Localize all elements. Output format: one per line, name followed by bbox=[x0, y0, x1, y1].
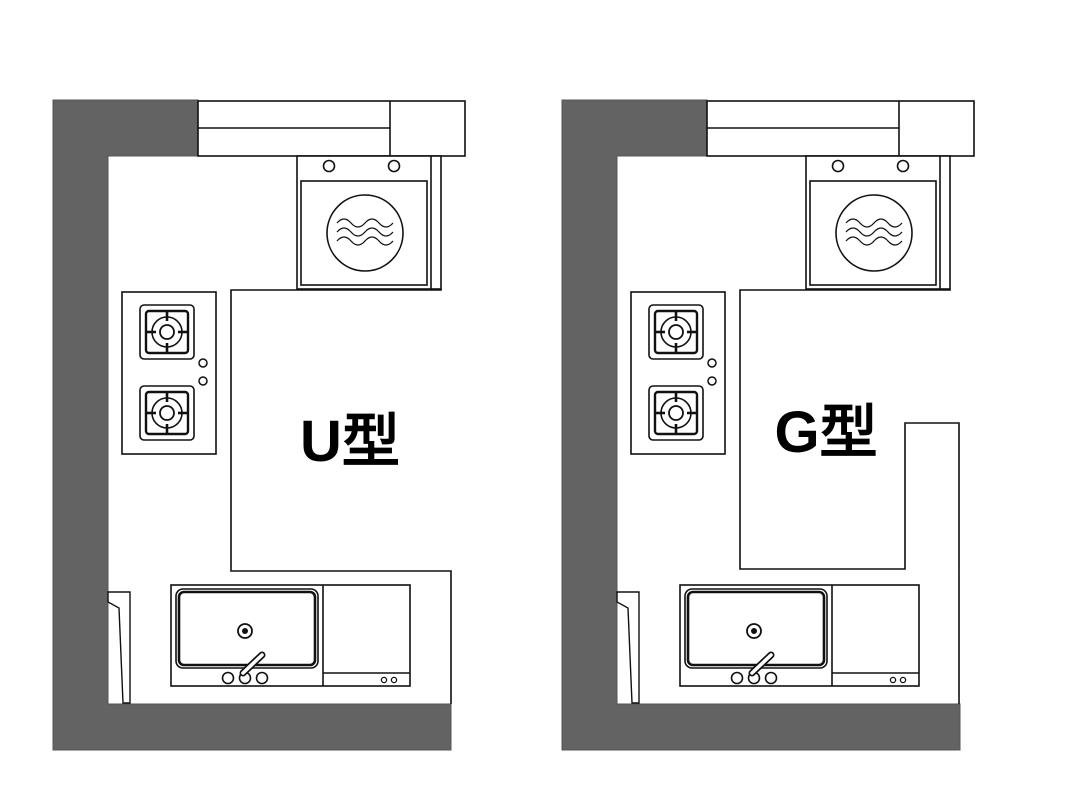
g-plan-label: G型 bbox=[774, 400, 877, 465]
g-peninsula-counter bbox=[739, 289, 960, 704]
u-plan-label: U型 bbox=[300, 409, 400, 474]
u-kitchen-plan: U型 bbox=[53, 100, 465, 750]
u-kitchen-fixtures bbox=[53, 100, 465, 750]
g-kitchen-fixtures bbox=[562, 100, 974, 750]
u-right-counter bbox=[230, 289, 452, 704]
g-kitchen-plan: G型 bbox=[562, 100, 974, 750]
